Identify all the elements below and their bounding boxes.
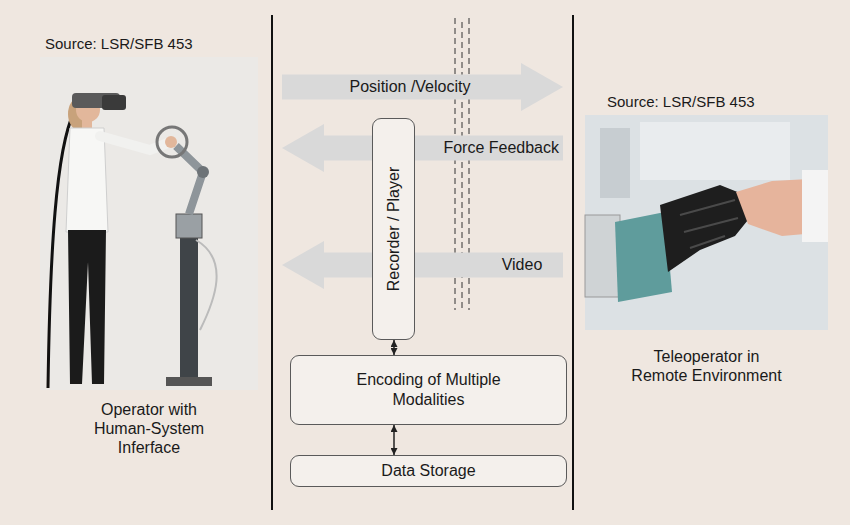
teleoperator-photo: Source: LSR/SFB 453Teleoperator in Remot…	[585, 115, 828, 330]
robot-wrist-unit	[585, 215, 620, 297]
edge-label: Video	[499, 255, 546, 274]
edge-label: Force Feedback	[440, 138, 562, 157]
robot-base	[166, 377, 212, 386]
robot-joint	[176, 214, 202, 238]
box-label: Recorder / Player	[384, 167, 404, 292]
recorder-box: Recorder / Player	[372, 118, 415, 340]
robot-joint	[197, 166, 209, 178]
lab-cabinet	[600, 128, 630, 198]
signal-arrow	[282, 63, 563, 111]
double-arrow	[393, 425, 395, 455]
signal-arrow	[282, 241, 563, 289]
hand	[165, 136, 177, 148]
source-credit: Source: LSR/SFB 453	[45, 35, 193, 53]
photo-caption: Teleoperator in Remote Environment	[627, 347, 787, 385]
legs	[68, 230, 106, 384]
edge-label: Position /Velocity	[347, 77, 474, 96]
signal-arrow	[282, 124, 563, 172]
storage-box: Data Storage	[290, 455, 567, 487]
operator-photo: Source: LSR/SFB 453Operator with Human-S…	[40, 57, 258, 390]
divider-line	[572, 15, 574, 510]
robot-fingers	[680, 200, 738, 248]
box-label: Encoding of Multiple Modalities	[334, 370, 524, 410]
photo-ground	[40, 57, 258, 390]
process-box: Encoding of Multiple Modalities	[290, 355, 567, 425]
photo-ground	[585, 115, 828, 330]
box-label: Data Storage	[381, 461, 475, 481]
robot-gimbal	[157, 127, 187, 157]
lab-shelf	[640, 122, 790, 180]
divider-line	[271, 15, 273, 510]
human-sleeve	[802, 170, 828, 242]
photo-caption: Operator with Human-System Inferface	[74, 400, 224, 458]
double-arrow	[393, 340, 395, 355]
torso	[66, 128, 108, 232]
robot-cable	[196, 240, 217, 330]
robot-hand	[660, 185, 752, 272]
robot-pole	[180, 236, 198, 384]
hmd-display	[102, 95, 126, 110]
source-credit: Source: LSR/SFB 453	[607, 93, 755, 111]
